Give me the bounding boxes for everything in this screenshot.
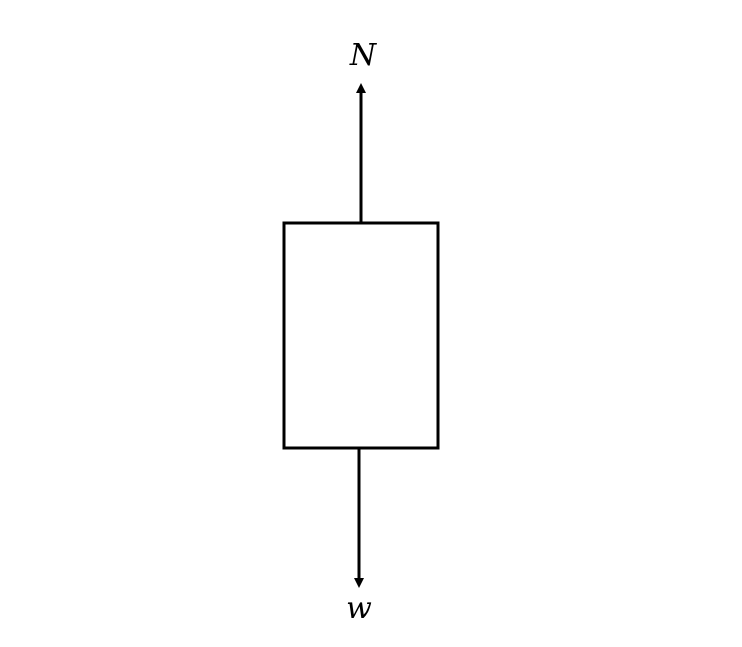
weight-force-label: w <box>346 591 372 626</box>
normal-force-label: N <box>349 38 378 73</box>
block-body <box>282 221 440 450</box>
